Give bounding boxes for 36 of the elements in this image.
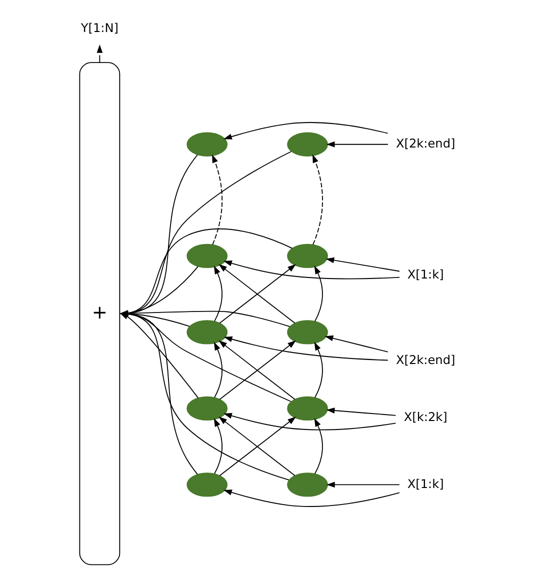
node-text: X[1:k] xyxy=(406,476,444,491)
arrow xyxy=(314,266,322,322)
arrow xyxy=(213,418,222,474)
node-circle xyxy=(286,396,328,421)
arrow xyxy=(223,336,388,361)
arrow xyxy=(314,418,322,474)
node-circle xyxy=(186,472,228,497)
arrow xyxy=(326,141,388,148)
arrow xyxy=(324,335,388,352)
node-text: X[2k:end] xyxy=(396,353,455,368)
node-box: + xyxy=(78,62,120,566)
arrow xyxy=(213,342,222,398)
arrow xyxy=(326,482,400,488)
node-circle xyxy=(186,244,228,268)
arrow xyxy=(213,266,222,322)
node-text: Y[1:N] xyxy=(80,21,118,36)
arrow xyxy=(312,154,322,246)
node-circle xyxy=(286,472,328,497)
arrow xyxy=(326,408,396,416)
arrow xyxy=(325,257,400,272)
node-circle xyxy=(186,396,228,421)
node-text: X[1:k] xyxy=(406,268,444,282)
arrow xyxy=(223,413,396,430)
node-text: X[k:2k] xyxy=(403,410,447,424)
arrow xyxy=(223,122,388,140)
node-circle xyxy=(286,244,328,268)
node-circle xyxy=(186,132,228,156)
node-circle xyxy=(286,320,328,344)
arrow xyxy=(223,260,400,280)
arrow xyxy=(223,490,400,507)
arrow xyxy=(96,44,102,63)
node-text: X[2k:end] xyxy=(396,136,455,151)
arrow xyxy=(314,342,322,398)
arrow xyxy=(212,154,222,246)
node-circle xyxy=(186,320,228,344)
node-circle xyxy=(286,132,328,156)
